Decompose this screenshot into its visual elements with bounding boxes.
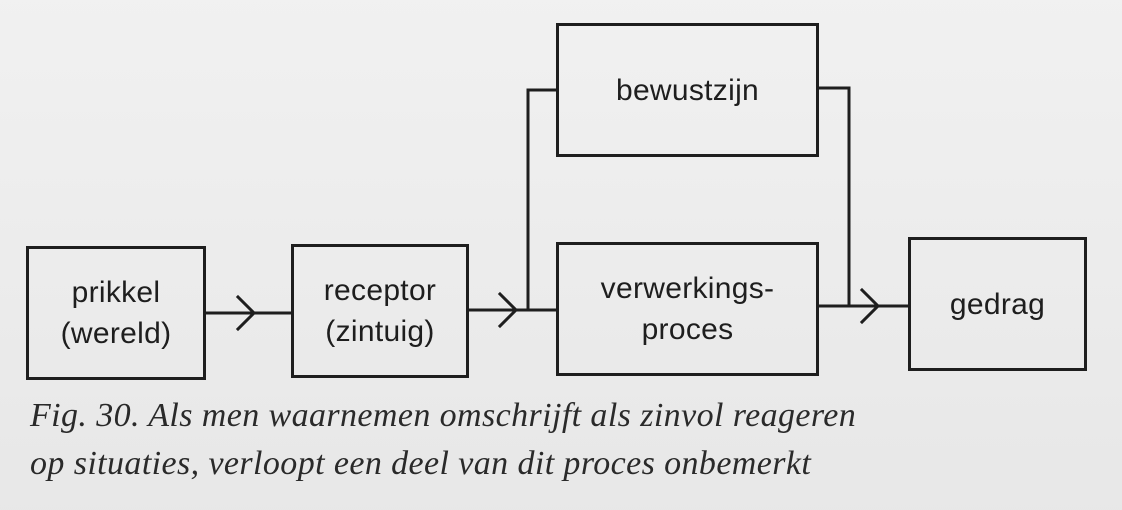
box-bewustzijn-label: bewustzijn [615,73,760,107]
box-verwerkingsproces-line2: proces [641,313,734,346]
arrowhead-receptor-split [497,291,519,329]
box-bewustzijn: bewustzijn [556,23,819,157]
arrowhead-proces-gedrag [859,287,881,325]
arrowhead-prikkel-receptor [235,294,257,332]
branch-to-bewustzijn [526,88,558,312]
caption-line2: op situaties, verloopt een deel van dit … [30,445,812,482]
branch-from-bewustzijn [817,86,851,308]
box-prikkel: prikkel (wereld) [26,246,206,380]
caption-line1: Fig. 30. Als men waarnemen omschrijft al… [30,397,857,434]
box-gedrag-label: gedrag [949,287,1046,321]
box-prikkel-line1: prikkel [71,276,161,309]
figure-caption: Fig. 30. Als men waarnemen omschrijft al… [30,392,1110,488]
box-gedrag: gedrag [908,237,1087,371]
box-verwerkingsproces: verwerkings- proces [556,242,819,376]
box-receptor-line1: receptor [323,274,437,307]
box-prikkel-line2: (wereld) [60,317,172,350]
box-receptor-line2: (zintuig) [325,315,435,348]
box-verwerkingsproces-line1: verwerkings- [600,272,775,305]
box-receptor: receptor (zintuig) [291,244,469,378]
